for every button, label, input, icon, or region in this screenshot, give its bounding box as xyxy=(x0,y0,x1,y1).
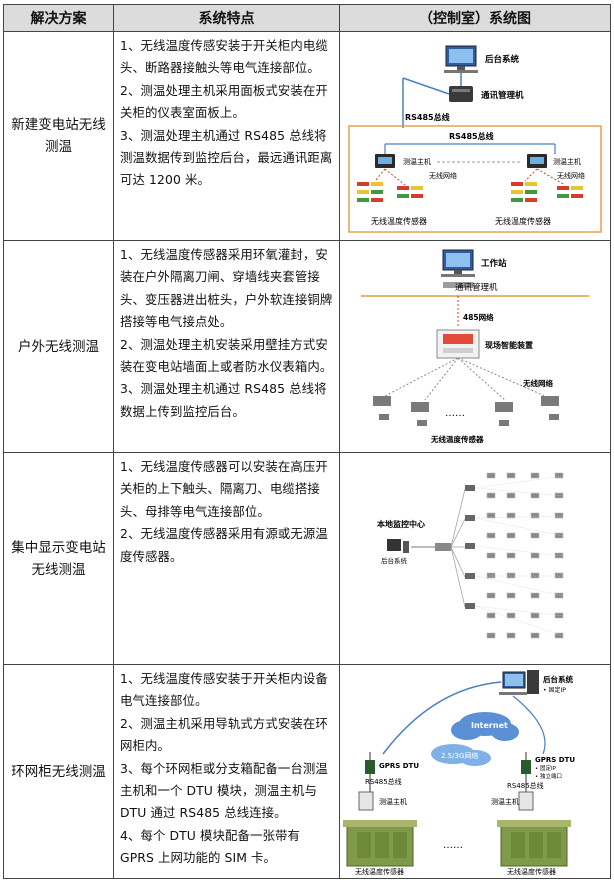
solution-cell: 户外无线测温 xyxy=(3,240,114,453)
rs485-label-b: RS485总线 xyxy=(449,131,494,141)
device-grid xyxy=(465,484,475,609)
features-cell: 1、无线温度传感安装于开关柜内设备电气连接部位。 2、测温主机采用导轨式方式安装… xyxy=(113,664,340,879)
sensor-links xyxy=(474,475,564,636)
solutions-table: 解决方案 系统特点 （控制室）系统图 新建变电站无线测温 1、无线温度传感安装于… xyxy=(3,4,611,879)
cabinet-left-label: 无线温度传感器 xyxy=(355,867,404,876)
features-cell: 1、无线温度传感器可以安装在高压开关柜的上下触头、隔离刀、电缆搭接头、母排等电气… xyxy=(113,452,340,665)
comm-label: 通讯管理机 xyxy=(481,90,524,101)
host-left-label: 测温主机 xyxy=(403,157,431,166)
dots-label: …… xyxy=(445,408,465,419)
feature-item: 3、测温处理主机通过 RS485 总线将测温数据传到监控后台，最远通讯距离可达 … xyxy=(120,127,333,188)
ring-cabinet-right-icon xyxy=(497,819,571,866)
network-frame xyxy=(348,125,602,233)
comm-label: 通讯管理机 xyxy=(455,282,498,293)
wireless-links xyxy=(384,357,546,401)
dtu-right-label: GPRS DTU xyxy=(535,756,575,764)
sensors-label: 无线温度传感器 xyxy=(430,434,484,444)
solution-cell: 环网柜无线测温 xyxy=(3,664,114,879)
feature-item: 2、测温处理主机采用面板式安装在开关柜的仪表室面板上。 xyxy=(120,82,328,121)
wireless-right-label: 无线网络 xyxy=(557,171,585,180)
wireless-left-label: 无线网络 xyxy=(429,171,457,180)
dtu-left-icon xyxy=(365,751,375,774)
mobile-net-cloud-icon xyxy=(431,743,491,766)
ring-cabinet-diagram: 后台系统 • 固定IP Internet 2.5/3G网络 xyxy=(343,669,575,876)
backend-computer-icon xyxy=(387,538,409,553)
features-cell: 1、无线温度传感器采用环氧灌封，安装在户外隔离刀闸、穿墙线夹套管接头、变压器进出… xyxy=(113,240,340,453)
computer-icon xyxy=(444,45,478,73)
feature-item: 3、每个环网柜或分支箱配备一台测温主机和一个 DTU 模块，测温主机与 DTU … xyxy=(120,760,328,821)
comm-manager-icon xyxy=(449,86,473,102)
diagram-cell: 工作站 通讯管理机 485网络 现场智能装置 无线网络 xyxy=(339,240,611,453)
feature-item: 2、测温主机采用导轨式方式安装在环网柜内。 xyxy=(120,715,328,754)
table-row: 环网柜无线测温 1、无线温度传感安装于开关柜内设备电气连接部位。 2、测温主机采… xyxy=(3,664,611,879)
bus-right-label: RS485总线 xyxy=(507,781,544,790)
ring-cabinet-left-icon xyxy=(343,819,417,866)
dtu-left-label: GPRS DTU xyxy=(379,762,419,770)
comm-manager-icon xyxy=(443,282,473,288)
feature-item: 1、无线温度传感安装于开关柜内设备电气连接部位。 xyxy=(120,671,328,709)
net-label: 2.5/3G网络 xyxy=(441,751,478,760)
dtu-right-icon xyxy=(521,751,531,774)
server-icon xyxy=(499,669,539,695)
cabinet-right-label: 无线温度传感器 xyxy=(507,867,556,876)
centralized-diagram: 本地监控中心 后台系统 xyxy=(376,472,564,638)
substation-diagram: 后台系统 通讯管理机 RS485总线 RS485总线 xyxy=(348,45,602,233)
feature-item: 1、无线温度传感器采用环氧灌封，安装在户外隔离刀闸、穿墙线夹套管接头、变压器进出… xyxy=(120,247,333,330)
host-right-icon xyxy=(527,154,547,168)
table-header-row: 解决方案 系统特点 （控制室）系统图 xyxy=(3,4,611,32)
dtu-right-sub-a: • 固定IP xyxy=(535,764,557,772)
center-label: 本地监控中心 xyxy=(376,519,425,529)
field-device-icon xyxy=(436,329,480,359)
sensor-devices xyxy=(373,396,559,426)
sensor-group-left xyxy=(357,168,423,202)
table-row: 新建变电站无线测温 1、无线温度传感安装于开关柜内电缆头、断路器接触头等电气连接… xyxy=(3,31,611,241)
table-row: 集中显示变电站无线测温 1、无线温度传感器可以安装在高压开关柜的上下触头、隔离刀… xyxy=(3,452,611,665)
switch-icon xyxy=(435,542,451,551)
dtu-right-sub-b: • 独立端口 xyxy=(535,772,562,780)
host-left-icon xyxy=(375,154,395,168)
net485-label: 485网络 xyxy=(463,312,494,322)
outdoor-diagram: 工作站 通讯管理机 485网络 现场智能装置 无线网络 xyxy=(361,249,589,444)
features-cell: 1、无线温度传感安装于开关柜内电缆头、断路器接触头等电气连接部位。 2、测温处理… xyxy=(113,31,340,241)
internet-cloud-icon xyxy=(451,711,519,741)
host-left-icon xyxy=(358,791,374,810)
header-features: 系统特点 xyxy=(113,4,340,32)
backend-label: 后台系统 xyxy=(485,54,520,65)
bus-left-label: RS485总线 xyxy=(365,777,402,786)
backend-label: 后台系统 xyxy=(543,674,573,684)
workstation-label: 工作站 xyxy=(481,258,507,269)
backend-label: 后台系统 xyxy=(381,556,408,565)
workstation-icon xyxy=(441,249,475,277)
feature-item: 2、无线温度传感器采用有源或无源温度传感器。 xyxy=(120,526,328,564)
wireless-label: 无线网络 xyxy=(522,378,553,388)
sensor-left-label: 无线温度传感器 xyxy=(371,216,427,226)
sensor-grid xyxy=(486,472,564,638)
feature-item: 1、无线温度传感安装于开关柜内电缆头、断路器接触头等电气连接部位。 xyxy=(120,38,328,76)
diagram-cell: 后台系统 • 固定IP Internet 2.5/3G网络 xyxy=(339,664,611,879)
diagram-cell: 后台系统 通讯管理机 RS485总线 RS485总线 xyxy=(339,31,611,241)
feature-item: 4、每个 DTU 模块配备一张带有 GPRS 上网功能的 SIM 卡。 xyxy=(120,827,300,866)
host-right-icon xyxy=(518,791,534,810)
internet-label: Internet xyxy=(471,721,508,730)
feature-item: 2、测温处理主机安装采用壁挂方式安装在变电站墙面上或者防水仪表箱内。 xyxy=(120,336,333,375)
table-row: 户外无线测温 1、无线温度传感器采用环氧灌封，安装在户外隔离刀闸、穿墙线夹套管接… xyxy=(3,240,611,453)
solution-cell: 新建变电站无线测温 xyxy=(3,31,114,241)
feature-item: 1、无线温度传感器可以安装在高压开关柜的上下触头、隔离刀、电缆搭接头、母排等电气… xyxy=(120,459,328,519)
network-tree xyxy=(450,488,466,607)
sensor-group-right xyxy=(511,168,583,202)
diagram-cell: 本地监控中心 后台系统 xyxy=(339,452,611,665)
field-device-label: 现场智能装置 xyxy=(485,340,533,350)
sensor-right-label: 无线温度传感器 xyxy=(495,216,551,226)
solution-cell: 集中显示变电站无线测温 xyxy=(3,452,114,665)
feature-item: 3、测温处理主机通过 RS485 总线将数据上传到监控后台。 xyxy=(120,381,327,419)
dots-label: …… xyxy=(443,840,463,851)
header-solution: 解决方案 xyxy=(3,4,114,32)
header-diagram: （控制室）系统图 xyxy=(339,4,611,32)
host-right-label: 测温主机 xyxy=(491,797,519,806)
host-left-label: 测温主机 xyxy=(379,797,407,806)
rs485-label-a: RS485总线 xyxy=(405,112,450,122)
host-right-label: 测温主机 xyxy=(553,157,581,166)
backend-sub-label: • 固定IP xyxy=(543,686,566,694)
